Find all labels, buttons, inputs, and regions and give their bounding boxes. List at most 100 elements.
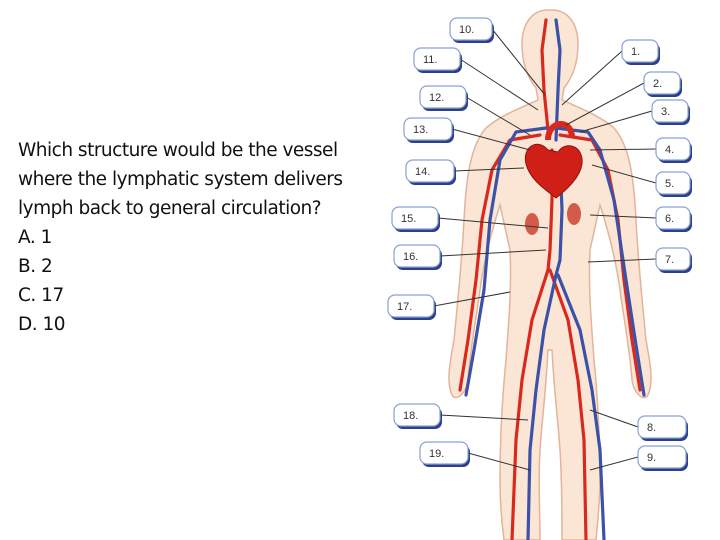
label-box bbox=[637, 415, 687, 439]
leader-line bbox=[589, 409, 639, 428]
leader-line bbox=[437, 217, 549, 229]
diagram-label: 8. bbox=[637, 415, 688, 441]
label-box bbox=[419, 441, 469, 465]
label-box bbox=[393, 403, 441, 427]
label-number: 18. bbox=[403, 410, 418, 422]
diagram-label: 7. bbox=[655, 247, 692, 273]
label-number: 17. bbox=[397, 301, 412, 313]
question-line: lymph back to general circulation? bbox=[18, 198, 322, 219]
leader-line bbox=[467, 452, 531, 471]
label-box bbox=[655, 137, 691, 161]
label-number: 6. bbox=[665, 213, 674, 225]
artery-vessel bbox=[510, 268, 550, 540]
vein-vessel bbox=[554, 18, 562, 142]
label-number: 8. bbox=[647, 422, 656, 434]
leader-line bbox=[579, 110, 653, 133]
diagram-label: 15. bbox=[391, 206, 440, 232]
diagram-label: 12. bbox=[419, 85, 468, 111]
answer-option-d: D. 10 bbox=[18, 314, 66, 335]
diagram-label: 16. bbox=[393, 244, 442, 270]
leader-line bbox=[589, 456, 639, 471]
leader-line bbox=[591, 164, 657, 184]
artery-vessel bbox=[540, 18, 550, 132]
heart-shape bbox=[524, 143, 583, 199]
heart bbox=[524, 143, 583, 199]
diagram-label: 11. bbox=[413, 47, 462, 73]
diagram-label: 3. bbox=[651, 99, 690, 125]
blood-vessels bbox=[458, 18, 646, 540]
label-number: 13. bbox=[413, 124, 428, 136]
label-box bbox=[419, 85, 467, 109]
leader-line bbox=[561, 50, 623, 106]
answer-option-b: B. 2 bbox=[18, 256, 53, 277]
label-number: 16. bbox=[403, 251, 418, 263]
question-line: Which structure would be the vessel bbox=[18, 140, 338, 161]
diagram-label: 17. bbox=[387, 294, 436, 320]
leader-line bbox=[433, 291, 511, 307]
diagram-label: 13. bbox=[403, 117, 454, 143]
label-number: 12. bbox=[429, 92, 444, 104]
diagram-label: 5. bbox=[655, 171, 692, 197]
diagram-label: 10. bbox=[449, 17, 494, 43]
label-number: 1. bbox=[631, 46, 640, 58]
label-number: 5. bbox=[665, 178, 674, 190]
answer-option-a: A. 1 bbox=[18, 227, 52, 248]
label-box bbox=[413, 47, 461, 71]
label-box bbox=[655, 247, 691, 271]
diagram-label: 4. bbox=[655, 137, 692, 163]
label-box bbox=[391, 206, 439, 230]
leader-line bbox=[451, 128, 531, 151]
label-number: 19. bbox=[429, 448, 444, 460]
question-line: where the lymphatic system delivers bbox=[18, 169, 343, 190]
aortic-arch bbox=[545, 121, 575, 141]
label-box bbox=[387, 294, 435, 318]
label-box bbox=[621, 39, 659, 63]
leader-line bbox=[465, 96, 531, 136]
label-box bbox=[643, 71, 681, 95]
diagram-label: 6. bbox=[655, 206, 692, 232]
vein-vessel bbox=[556, 273, 606, 540]
label-leader-lines bbox=[433, 28, 657, 471]
label-number: 2. bbox=[653, 78, 662, 90]
vein-vessel bbox=[526, 273, 558, 540]
question-text: Which structure would be the vessel wher… bbox=[18, 136, 358, 339]
label-number: 15. bbox=[401, 213, 416, 225]
leader-line bbox=[439, 249, 547, 257]
diagram-label: 2. bbox=[643, 71, 682, 97]
answer-option-c: C. 17 bbox=[18, 285, 64, 306]
label-number: 7. bbox=[665, 254, 674, 266]
kidney-right bbox=[567, 203, 581, 225]
diagram-label: 18. bbox=[393, 403, 442, 429]
leader-line bbox=[439, 414, 529, 421]
label-box bbox=[655, 206, 691, 230]
leader-line bbox=[589, 148, 657, 151]
label-number: 11. bbox=[423, 54, 437, 66]
artery-vessel bbox=[548, 268, 588, 540]
label-box bbox=[449, 17, 493, 41]
leader-line bbox=[491, 28, 546, 96]
label-number: 3. bbox=[661, 106, 670, 118]
diagram-labels: 1. 2. 3. 4. 5. 6. 7. 8. 9. 10. 11. 12. 13. 14. 15. 16. 1… bbox=[387, 17, 692, 471]
leader-line bbox=[453, 167, 525, 172]
leader-line bbox=[565, 82, 645, 126]
leader-line bbox=[589, 214, 657, 219]
label-box bbox=[651, 99, 689, 123]
leader-line bbox=[459, 58, 539, 111]
label-box bbox=[393, 244, 441, 268]
diagram-label: 1. bbox=[621, 39, 660, 65]
vein-vessel bbox=[464, 126, 548, 397]
kidney-left bbox=[525, 213, 539, 235]
body-outline bbox=[448, 9, 652, 540]
diagram-label: 19. bbox=[419, 441, 470, 467]
label-number: 9. bbox=[647, 452, 656, 464]
diagram-label: 9. bbox=[637, 445, 688, 471]
label-box bbox=[637, 445, 687, 469]
diagram-label: 14. bbox=[405, 159, 456, 185]
human-body-silhouette bbox=[448, 9, 652, 540]
label-box bbox=[403, 117, 453, 141]
leader-line bbox=[587, 258, 657, 263]
label-number: 4. bbox=[665, 144, 674, 156]
vein-vessel bbox=[554, 126, 646, 397]
label-number: 10. bbox=[459, 24, 474, 36]
